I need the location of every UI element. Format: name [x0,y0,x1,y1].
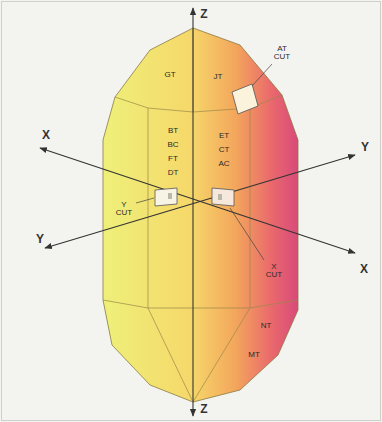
cut-label: Y CUT [116,201,132,218]
axis-label: Y [361,141,369,154]
cut-label-box: FT [168,147,178,165]
axis-label-box: Z [200,399,207,417]
axis-label-box: Y [361,137,369,155]
cut-label: FT [168,155,178,163]
cut-label-box: MT [248,343,260,361]
cut-label-box: AT CUT [274,45,290,63]
leader-lines [136,64,272,260]
axis-label-box: X [360,259,368,277]
cut-label-box: BT [168,119,178,137]
cut-label: AC [218,160,229,168]
axis-label-box: X [42,125,50,143]
cut-label-box: NT [261,314,272,332]
axis-label: Z [200,403,207,416]
cut-label-box: AC [218,152,229,170]
crystal-body [103,28,298,402]
cut-label: NT [261,322,272,330]
cut-plates [155,84,258,206]
cut-label: JT [214,73,223,81]
cut-label: CT [219,146,230,154]
cut-label: BT [168,127,178,135]
crystal-face-edges [103,28,298,402]
cut-label-box: DT [168,161,179,179]
axis-label: Y [36,233,44,246]
axis-label: Z [200,8,207,21]
cut-label-box: JT [214,65,223,83]
cut-label-box: Y CUT [116,201,132,219]
cut-label-box: X CUT [266,263,282,281]
cut-label: BC [167,141,178,149]
cut-label-box: CT [219,138,230,156]
cut-label-box: GT [164,63,175,81]
cut-label-box: BC [167,133,178,151]
cut-label: AT CUT [274,45,290,62]
cut-label-box: ET [219,124,229,142]
cut-label: X CUT [266,263,282,280]
axis-label-box: Z [200,4,207,22]
axis-label: X [42,129,50,142]
cut-label: ET [219,132,229,140]
cut-label: GT [164,71,175,79]
crystal-axes [40,8,355,416]
axis-label-box: Y [36,229,44,247]
cut-label: MT [248,351,260,359]
axis-label: X [360,263,368,276]
cut-label: DT [168,169,179,177]
